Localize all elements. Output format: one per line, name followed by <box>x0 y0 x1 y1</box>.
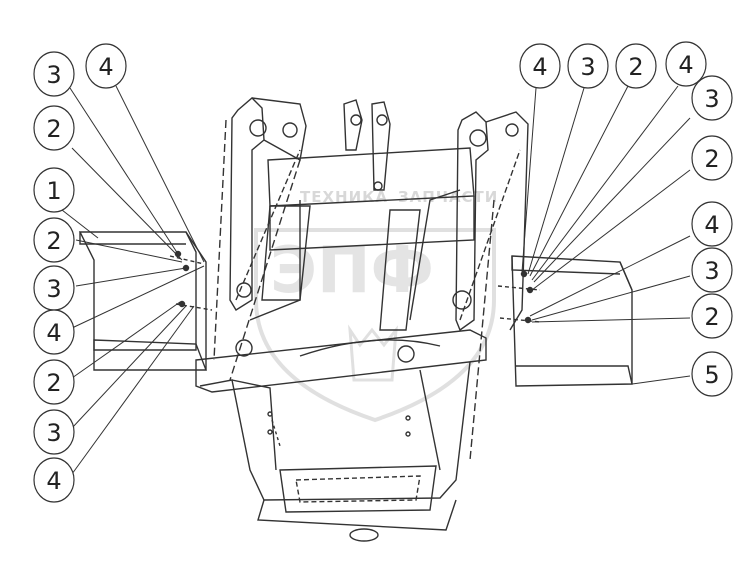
callout-bubble: 2 <box>33 217 75 263</box>
callout-label: 2 <box>46 227 61 255</box>
callout-bubble: 4 <box>665 41 707 87</box>
callout-label: 3 <box>46 61 61 89</box>
callout-bubble: 4 <box>85 43 127 89</box>
callout-label: 3 <box>580 53 595 81</box>
callout-bubble: 4 <box>691 201 733 247</box>
callout-label: 3 <box>704 85 719 113</box>
callout-label: 2 <box>704 145 719 173</box>
callout-bubble: 3 <box>33 51 75 97</box>
callout-bubble: 4 <box>33 457 75 503</box>
callout-label: 3 <box>704 257 719 285</box>
callout-bubble: 2 <box>691 135 733 181</box>
callout-bubble: 4 <box>33 309 75 355</box>
callout-bubble: 2 <box>691 293 733 339</box>
main-frame <box>195 97 529 542</box>
callout-bubble: 3 <box>33 265 75 311</box>
callout-label: 4 <box>46 319 61 347</box>
callout-bubble: 4 <box>519 43 561 89</box>
callout-bubble: 3 <box>691 75 733 121</box>
callouts-left: 3 4 2 1 2 3 4 2 3 4 <box>33 43 127 503</box>
callout-label: 3 <box>46 275 61 303</box>
right-bracket <box>497 255 633 387</box>
callout-label: 2 <box>704 303 719 331</box>
callout-label: 4 <box>98 53 113 81</box>
callout-bubble: 5 <box>691 351 733 397</box>
watermark-shield: ТЕХНИКА ЗАПЧАСТИ ЭПФ <box>254 188 497 423</box>
leader-lines <box>61 85 691 475</box>
callout-label: 4 <box>678 51 693 79</box>
callout-label: 5 <box>704 361 719 389</box>
callout-label: 3 <box>46 419 61 447</box>
callout-bubble: 2 <box>33 105 75 151</box>
callout-bubble: 3 <box>691 247 733 293</box>
callout-bubble: 2 <box>615 43 657 89</box>
callout-label: 4 <box>532 53 547 81</box>
callout-bubble: 1 <box>33 167 75 213</box>
callout-label: 2 <box>46 115 61 143</box>
callout-label: 2 <box>46 369 61 397</box>
callouts-right: 4 3 2 4 3 2 4 3 2 5 <box>519 41 733 397</box>
left-bracket <box>78 231 213 371</box>
callout-bubble: 3 <box>567 43 609 89</box>
callout-label: 1 <box>46 177 61 205</box>
callout-bubble: 2 <box>33 359 75 405</box>
callout-label: 4 <box>704 211 719 239</box>
callout-label: 2 <box>628 53 643 81</box>
callout-bubble: 3 <box>33 409 75 455</box>
callout-label: 4 <box>46 467 61 495</box>
